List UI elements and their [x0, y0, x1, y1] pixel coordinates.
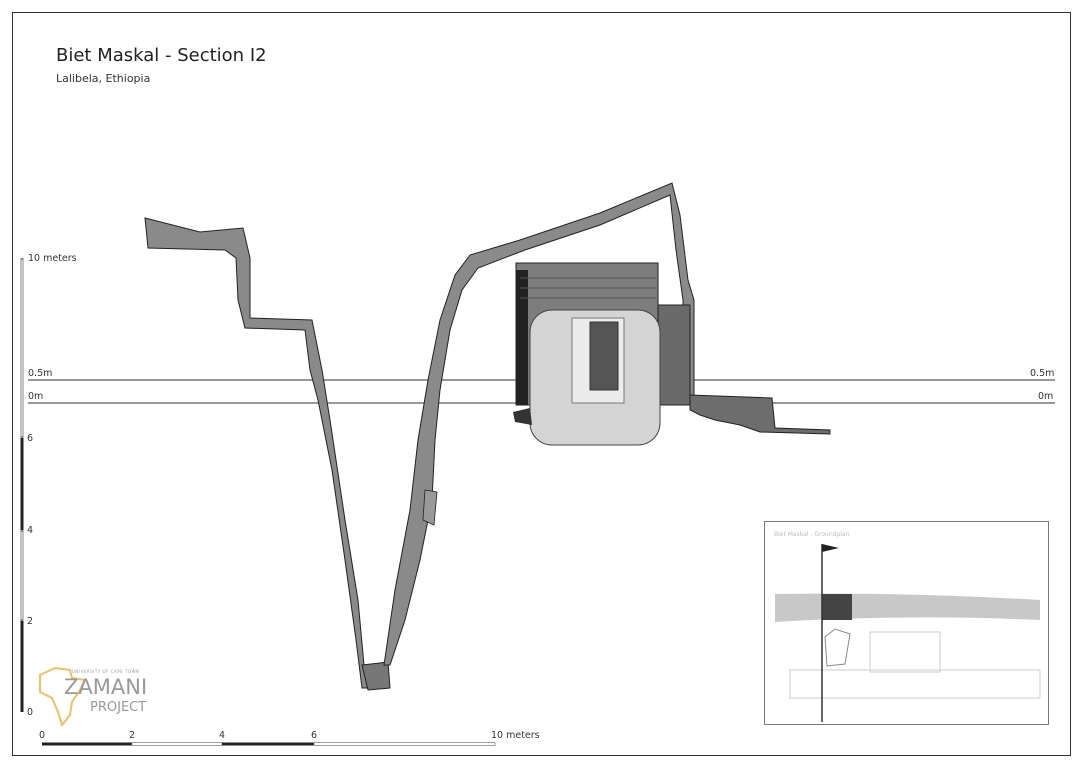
- hscale-tick: 2: [129, 730, 136, 741]
- level-label-left: 0.5m: [28, 368, 53, 379]
- groundplan-detail: [824, 628, 851, 667]
- groundplan-church: [869, 631, 941, 673]
- left-wall-section: [144, 217, 369, 689]
- inset-title: Biet Maskal - Groundplan: [774, 531, 850, 538]
- zamani-logo: UNIVERSITY OF CAPE TOWN ZAMANI PROJECT: [64, 668, 147, 716]
- groundplan-trench: [775, 593, 1040, 622]
- section-highlight: [822, 594, 852, 620]
- vscale-tick: 6: [27, 433, 34, 444]
- church-annex: [657, 304, 691, 406]
- logo-line1: UNIVERSITY OF CAPE TOWN: [72, 669, 140, 674]
- level-label-right: 0m: [1038, 391, 1054, 402]
- hscale-tick: 4: [219, 730, 226, 741]
- page-subtitle: Lalibela, Ethiopia: [56, 72, 151, 85]
- hscale-tick: 6: [311, 730, 318, 741]
- left-step: [513, 408, 532, 425]
- hscale-segment: [313, 742, 496, 746]
- hscale-tick: 0: [39, 730, 46, 741]
- wall-ledge: [422, 489, 438, 526]
- hscale-segment: [131, 742, 223, 746]
- logo-line2: ZAMANI: [64, 675, 148, 699]
- trench-bottom: [361, 661, 391, 691]
- drawing-frame: [12, 12, 1071, 756]
- groundplan-drawing: [775, 544, 1041, 722]
- vscale-tick: 2: [27, 616, 34, 627]
- right-steps: [689, 394, 831, 435]
- vscale-top-label: 10 meters: [28, 253, 77, 264]
- hscale-end-label: 10 meters: [491, 730, 540, 741]
- section-flag-icon: [822, 544, 839, 552]
- church-left-shadow: [516, 270, 528, 405]
- level-label-right: 0.5m: [1030, 368, 1055, 379]
- page-title: Biet Maskal - Section I2: [56, 45, 267, 66]
- vscale-tick: 0: [27, 707, 34, 718]
- door: [589, 321, 619, 391]
- groundplan-lower: [789, 669, 1041, 699]
- vscale-tick: 4: [27, 525, 34, 536]
- logo-line3: PROJECT: [90, 700, 147, 715]
- africa-logo-icon: [39, 666, 87, 728]
- groundplan-inset: Biet Maskal - Groundplan: [764, 521, 1049, 725]
- level-label-left: 0m: [28, 391, 44, 402]
